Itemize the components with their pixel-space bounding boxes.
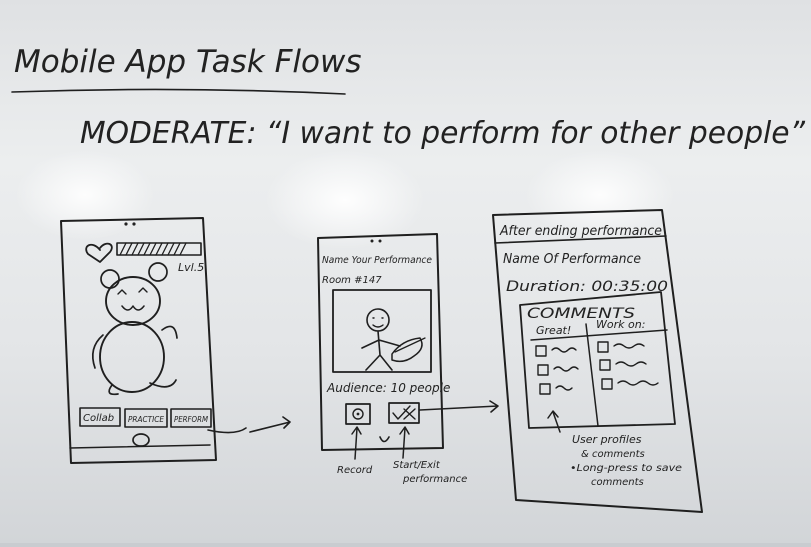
- start-exit-annotation: Start/Exit: [393, 460, 441, 471]
- svg-text:comments: comments: [591, 477, 644, 488]
- flow-arrow-2: [419, 400, 499, 413]
- comment-checkbox[interactable]: [601, 378, 613, 390]
- comment-checkbox[interactable]: [597, 341, 609, 353]
- after-performance-header: After ending performance: [499, 224, 662, 239]
- start-exit-icon: [392, 405, 416, 420]
- record-icon: [352, 408, 364, 420]
- record-button[interactable]: [345, 403, 371, 425]
- comments-panel: COMMENTS Great! Work on:: [519, 291, 676, 429]
- board-title: Mobile App Task Flows: [14, 44, 362, 80]
- svg-text:Collab: Collab: [83, 413, 114, 424]
- video-preview: [332, 289, 432, 373]
- bear-mascot: [91, 262, 178, 396]
- comment-checkbox[interactable]: [535, 345, 547, 357]
- practice-button[interactable]: PRACTICE: [124, 408, 168, 428]
- comments-title: COMMENTS: [527, 306, 635, 322]
- note-user-profiles: User profiles: [572, 433, 642, 446]
- svg-text:PERFORM: PERFORM: [174, 415, 208, 424]
- performance-duration: Duration: 00:35:00: [506, 279, 668, 295]
- svg-text:performance: performance: [402, 474, 467, 485]
- performance-name-label: Name Your Performance: [322, 255, 432, 266]
- title-underline: [11, 88, 346, 95]
- work-on-comment-list: [597, 341, 659, 390]
- comment-checkbox[interactable]: [539, 383, 551, 395]
- performance-name: Name Of Performance: [503, 252, 641, 267]
- svg-text:PRACTICE: PRACTICE: [128, 415, 165, 424]
- room-label: Room #147: [322, 275, 382, 286]
- work-on-column-header: Work on:: [596, 318, 645, 331]
- home-button-icon[interactable]: [379, 436, 390, 443]
- heart-icon: [85, 242, 113, 263]
- record-annotation: Record: [337, 465, 373, 476]
- audience-count: Audience: 10 people: [326, 381, 450, 395]
- perform-button[interactable]: PERFORM: [170, 408, 212, 428]
- start-exit-button[interactable]: [388, 402, 420, 424]
- screen3-phone: After ending performance Name Of Perform…: [492, 209, 703, 513]
- great-comment-list: [535, 345, 579, 395]
- note-long-press: •Long-press to save: [570, 463, 682, 474]
- collab-button[interactable]: Collab: [79, 407, 121, 427]
- comment-checkbox[interactable]: [537, 364, 549, 376]
- level-label: Lvl.5: [178, 261, 204, 274]
- screen2-phone: Name Your Performance Room #147 Audience…: [317, 233, 450, 451]
- flow-arrow-1: [249, 416, 291, 433]
- great-column-header: Great!: [536, 324, 571, 337]
- comment-checkbox[interactable]: [599, 359, 611, 371]
- xp-progress-bar: [116, 242, 202, 256]
- home-button-icon[interactable]: [132, 433, 150, 447]
- board-subtitle: MODERATE: “I want to perform for other p…: [80, 116, 805, 151]
- svg-text:& comments: & comments: [581, 449, 645, 460]
- screen1-phone: Lvl.5 Collab PRACTICE PERFORM: [60, 217, 217, 464]
